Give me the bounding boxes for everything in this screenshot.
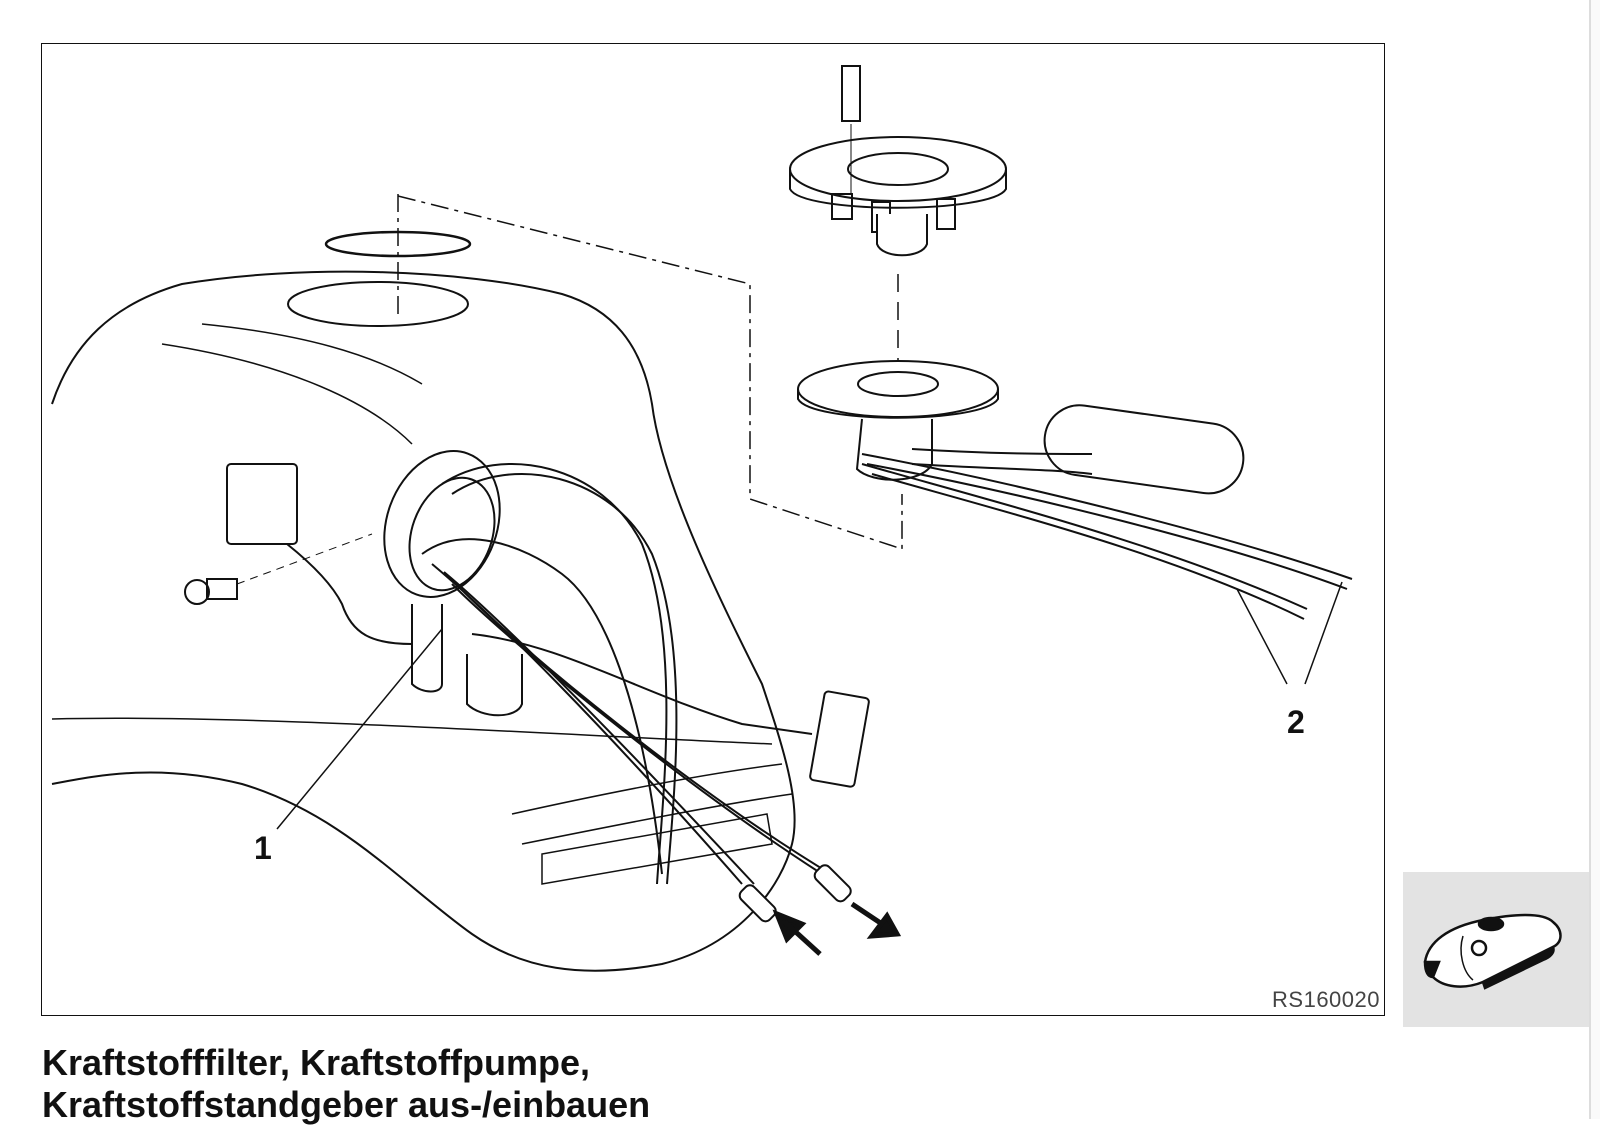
callout-2: 2 xyxy=(1287,704,1305,740)
fuel-pump-diagram xyxy=(51,65,1353,972)
fuel-tank-icon xyxy=(1423,913,1562,990)
figure-code: RS160020 xyxy=(1272,987,1380,1012)
section-title-line-1: Kraftstofffilter, Kraftstoffpumpe, xyxy=(42,1042,590,1083)
scrollbar[interactable] xyxy=(1589,0,1600,1119)
callout-1: 1 xyxy=(254,830,272,866)
fuel-tank-thumbnail[interactable] xyxy=(1403,872,1590,1027)
section-title: Kraftstofffilter, Kraftstoffpumpe, Kraft… xyxy=(42,1042,650,1126)
figure-frame: 1 2 RS160020 xyxy=(41,43,1385,1016)
section-title-line-2: Kraftstoffstandgeber aus-/einbauen xyxy=(42,1084,651,1125)
